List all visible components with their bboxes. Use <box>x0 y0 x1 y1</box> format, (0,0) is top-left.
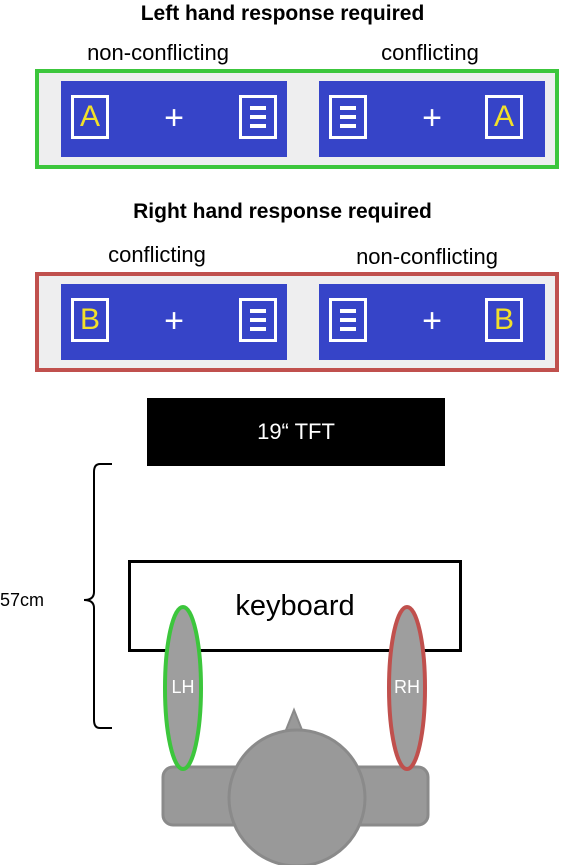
left-hand-title: Left hand response required <box>140 2 425 25</box>
left-hand <box>163 605 203 771</box>
right-hand <box>387 605 427 771</box>
right-hand-label: RH <box>394 677 420 697</box>
target-letter-box: B <box>485 298 523 342</box>
target-letter-box: A <box>71 95 109 139</box>
right-block-condition-left: conflicting <box>108 242 206 267</box>
list-icon <box>329 95 367 139</box>
left-hand-frame: A + + A <box>35 69 559 169</box>
left-block-condition-right: conflicting <box>381 40 479 65</box>
right-block-condition-right: non-conflicting <box>356 244 498 269</box>
fixation-cross: + <box>164 99 184 137</box>
right-hand-frame: B + + B <box>35 272 559 372</box>
stimulus-panel-right-conflicting: B + <box>61 284 287 360</box>
list-icon <box>239 95 277 139</box>
right-hand-title: Right hand response required <box>133 200 432 223</box>
head <box>227 728 367 865</box>
list-icon <box>329 298 367 342</box>
left-hand-label: LH <box>171 677 195 697</box>
stimulus-panel-right-nonconflicting: + B <box>319 284 545 360</box>
distance-brace <box>83 463 112 729</box>
list-icon <box>239 298 277 342</box>
fixation-cross: + <box>164 302 184 340</box>
distance-label: 57cm <box>0 590 45 610</box>
monitor: 19“ TFT <box>147 398 445 466</box>
stimulus-panel-left-nonconflicting: A + <box>61 81 287 157</box>
stimulus-panel-left-conflicting: + A <box>319 81 545 157</box>
target-letter-box: A <box>485 95 523 139</box>
fixation-cross: + <box>422 302 442 340</box>
target-letter-box: B <box>71 298 109 342</box>
fixation-cross: + <box>422 99 442 137</box>
left-block-condition-left: non-conflicting <box>87 40 229 65</box>
